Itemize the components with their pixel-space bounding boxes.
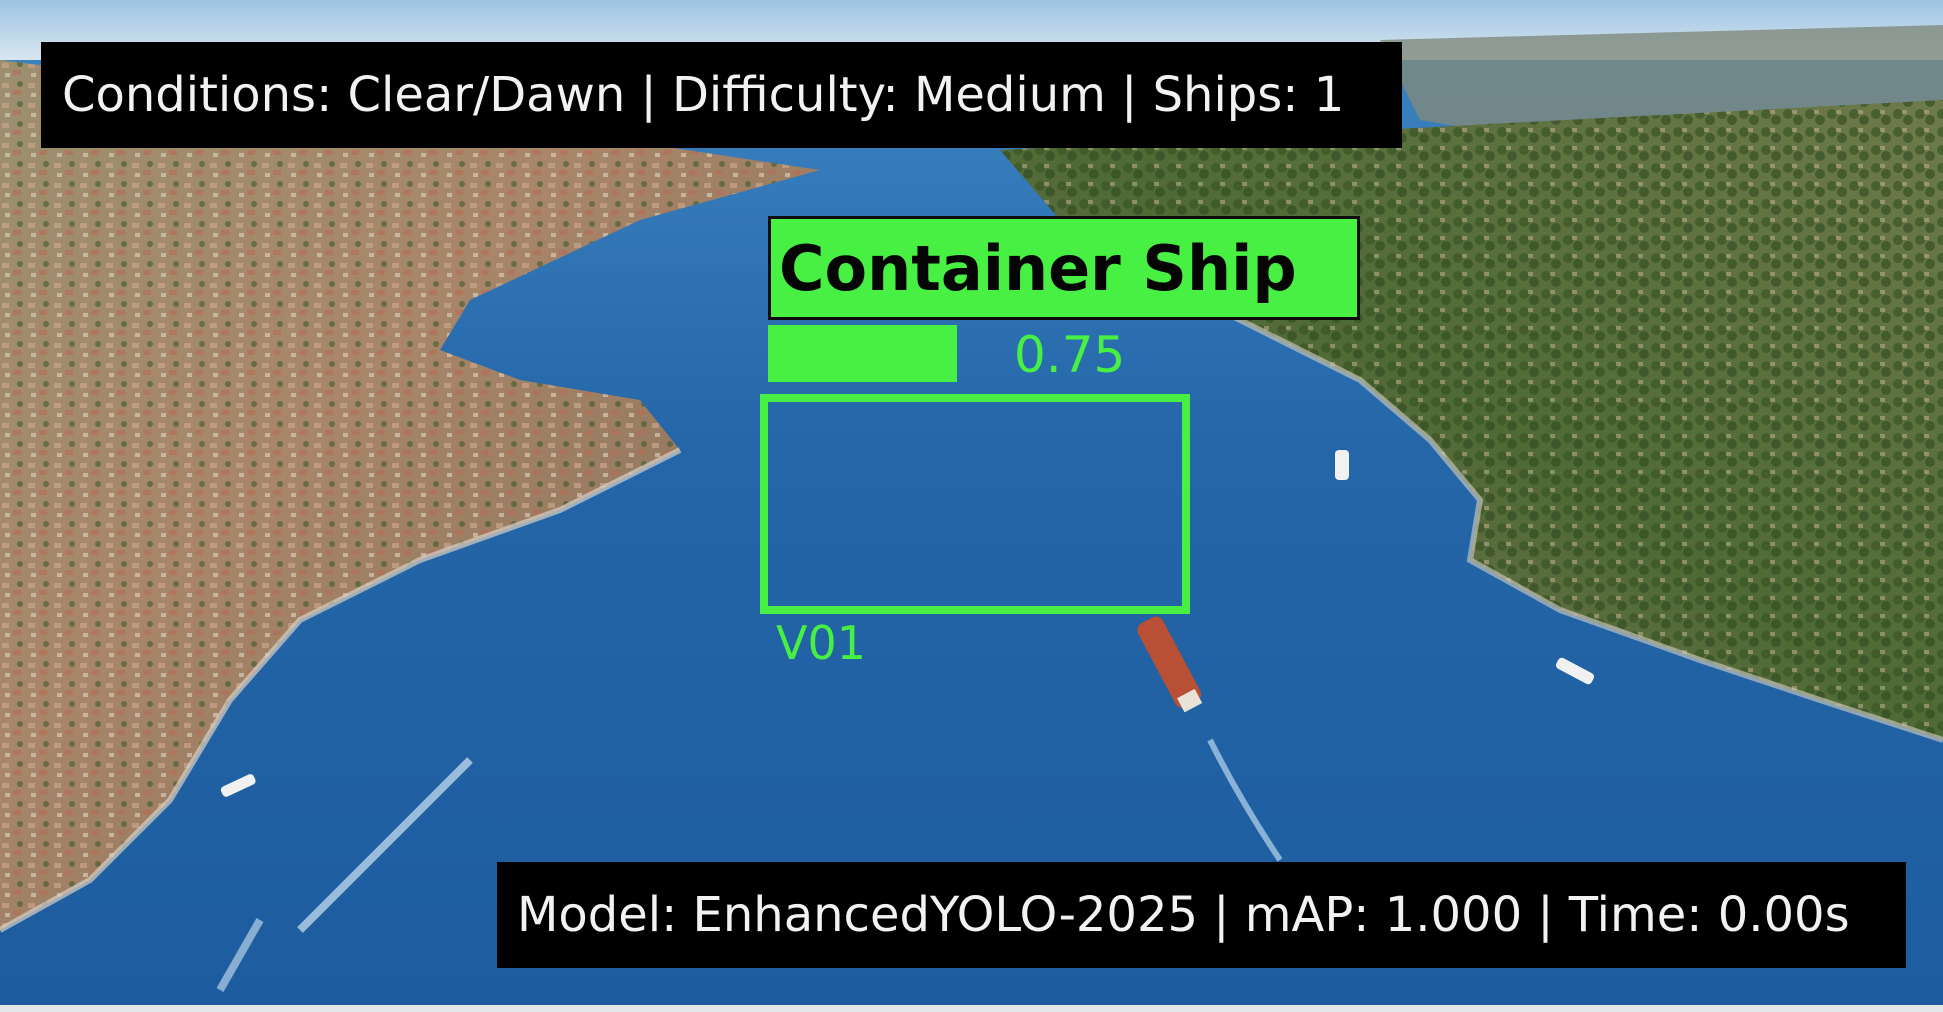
- detection-bounding-box: [760, 394, 1190, 614]
- conditions-overlay: Conditions: Clear/Dawn | Difficulty: Med…: [41, 42, 1402, 148]
- bottom-strip: [0, 1005, 1943, 1012]
- model-stats-text: Model: EnhancedYOLO-2025 | mAP: 1.000 | …: [517, 887, 1850, 943]
- confidence-bar: [768, 325, 1020, 382]
- confidence-value: 0.75: [1014, 326, 1126, 384]
- confidence-bar-fill: [768, 325, 957, 382]
- detection-class-text: Container Ship: [779, 231, 1297, 305]
- detection-class-label: Container Ship: [768, 216, 1360, 320]
- detection-id: V01: [776, 616, 867, 670]
- conditions-text: Conditions: Clear/Dawn | Difficulty: Med…: [62, 67, 1345, 123]
- model-stats-overlay: Model: EnhancedYOLO-2025 | mAP: 1.000 | …: [497, 862, 1906, 968]
